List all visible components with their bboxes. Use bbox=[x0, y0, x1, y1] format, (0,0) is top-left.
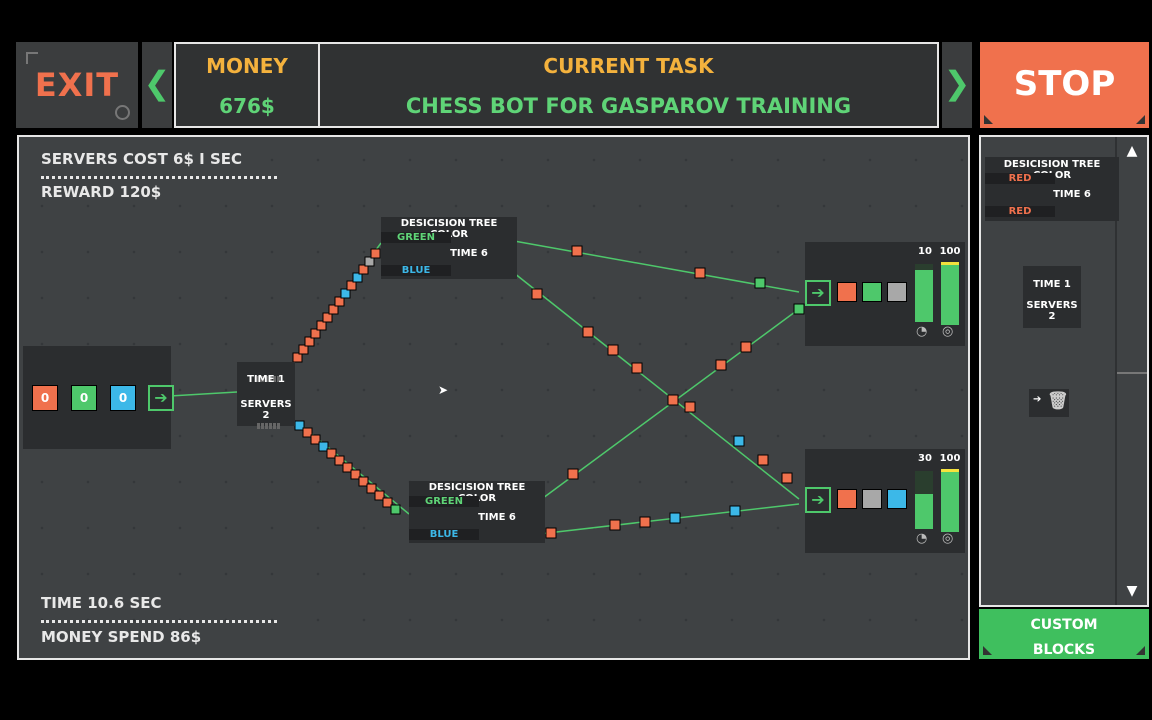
custom-blocks-button[interactable]: CUSTOM BLOCKS bbox=[979, 609, 1149, 659]
palette-tree-output-red: RED bbox=[985, 206, 1055, 217]
sink-node-bottom[interactable]: ➔ 30 100 ◔ ◎ bbox=[805, 449, 965, 553]
red-counter: 0 bbox=[32, 385, 58, 411]
decision-tree-top[interactable]: DESICISION TREE COLOR GREEN TIME 6 BLUE bbox=[381, 217, 517, 279]
splitter-time: TIME 1 bbox=[247, 374, 285, 385]
corner-mark bbox=[1136, 115, 1145, 124]
current-task-label: CURRENT TASK bbox=[543, 54, 714, 78]
palette-splitter-block[interactable]: TIME 1 SERVERS 2 bbox=[1023, 266, 1081, 328]
tree-time: TIME 6 bbox=[478, 512, 516, 523]
divider bbox=[41, 176, 277, 179]
speed-icon: ◔ bbox=[916, 531, 928, 546]
exit-label: EXIT bbox=[34, 66, 120, 104]
chevron-left-icon: ❮ bbox=[143, 64, 171, 102]
split-output-bars bbox=[257, 367, 281, 386]
input-arrow-icon: ➔ bbox=[805, 280, 831, 306]
palette-split-time: TIME 1 bbox=[1033, 279, 1071, 290]
target-gauge bbox=[941, 469, 959, 532]
time-elapsed: TIME 10.6 SEC bbox=[41, 594, 162, 612]
target-icon: ◎ bbox=[942, 531, 954, 546]
gray-slot bbox=[887, 282, 907, 302]
scroll-down-icon[interactable]: ▼ bbox=[1126, 583, 1138, 599]
tree-time: TIME 6 bbox=[450, 248, 488, 259]
tree-output-blue: BLUE bbox=[381, 265, 451, 276]
exit-button[interactable]: EXIT bbox=[16, 42, 138, 128]
count-gauge-fill bbox=[915, 269, 933, 322]
next-task-button[interactable]: ❯ bbox=[942, 42, 972, 128]
chevron-right-icon: ❯ bbox=[943, 64, 971, 102]
reward: REWARD 120$ bbox=[41, 183, 162, 201]
sink-target: 100 bbox=[939, 453, 961, 464]
connections-layer bbox=[169, 240, 805, 539]
palette-decision-tree-block[interactable]: DESICISION TREE COLOR RED TIME 6 RED bbox=[985, 157, 1119, 221]
corner-mark bbox=[26, 52, 38, 64]
input-arrow-icon: ➔ bbox=[805, 487, 831, 513]
blue-counter: 0 bbox=[110, 385, 136, 411]
count-gauge-fill bbox=[915, 494, 933, 529]
sink-target: 100 bbox=[939, 246, 961, 257]
workspace-canvas[interactable]: SERVERS COST 6$ I SEC REWARD 120$ TIME 1… bbox=[17, 135, 970, 660]
gray-slot bbox=[862, 489, 882, 509]
tree-output-green: GREEN bbox=[409, 496, 479, 507]
divider bbox=[318, 44, 320, 126]
palette-tree-time: TIME 6 bbox=[1053, 189, 1091, 200]
red-slot bbox=[837, 489, 857, 509]
sink-count: 30 bbox=[918, 453, 932, 464]
splitter-node[interactable]: TIME 1 SERVERS 2 bbox=[237, 362, 295, 429]
money-spend: MONEY SPEND 86$ bbox=[41, 628, 202, 646]
splitter-servers: SERVERS 2 bbox=[240, 399, 292, 421]
mouse-cursor-icon: ➤ bbox=[438, 383, 449, 397]
green-count: 0 bbox=[79, 391, 89, 405]
count-gauge bbox=[915, 264, 933, 322]
count-gauge bbox=[915, 471, 933, 529]
task-info-panel: MONEY 676$ CURRENT TASK CHESS BOT FOR GA… bbox=[174, 42, 939, 128]
packet-stream-top bbox=[292, 248, 381, 363]
divider bbox=[41, 620, 277, 623]
green-slot bbox=[862, 282, 882, 302]
palette-tree-output-red: RED bbox=[985, 173, 1055, 184]
custom-blocks-label: CUSTOM BLOCKS bbox=[1030, 617, 1098, 658]
palette-split-servers: SERVERS 2 bbox=[1026, 300, 1078, 322]
speed-icon: ◔ bbox=[916, 324, 928, 339]
stop-button[interactable]: STOP bbox=[980, 42, 1149, 128]
red-count: 0 bbox=[40, 391, 50, 405]
palette-trash-block[interactable]: ➔ 🗑 bbox=[1029, 389, 1069, 417]
trash-icon: 🗑 bbox=[1047, 391, 1069, 411]
decision-tree-bottom[interactable]: DESICISION TREE COLOR GREEN TIME 6 BLUE bbox=[409, 481, 545, 543]
scroll-thumb[interactable] bbox=[1117, 372, 1147, 374]
money-label: MONEY bbox=[206, 54, 288, 78]
tree-output-blue: BLUE bbox=[409, 529, 479, 540]
stop-label: STOP bbox=[1013, 64, 1116, 104]
money-value: 676$ bbox=[219, 94, 275, 118]
prev-task-button[interactable]: ❮ bbox=[142, 42, 172, 128]
tree-output-green: GREEN bbox=[381, 232, 451, 243]
current-task-value: CHESS BOT FOR GASPAROV TRAINING bbox=[405, 94, 852, 118]
green-counter: 0 bbox=[71, 385, 97, 411]
input-arrow-icon: ➔ bbox=[1033, 394, 1042, 405]
ring-icon bbox=[115, 105, 130, 120]
target-gauge bbox=[941, 262, 959, 325]
packet-stream-bottom bbox=[294, 420, 401, 515]
block-palette[interactable]: ▲ ▼ DESICISION TREE COLOR RED TIME 6 RED… bbox=[979, 135, 1149, 607]
blue-count: 0 bbox=[118, 391, 128, 405]
split-output-bars bbox=[257, 414, 281, 433]
scroll-up-icon[interactable]: ▲ bbox=[1126, 143, 1138, 159]
output-arrow-icon[interactable]: ➔ bbox=[148, 385, 174, 411]
packets-in-transit bbox=[531, 245, 805, 539]
servers-cost: SERVERS COST 6$ I SEC bbox=[41, 150, 243, 168]
sink-count: 10 bbox=[918, 246, 932, 257]
corner-mark bbox=[983, 646, 992, 655]
blue-slot bbox=[887, 489, 907, 509]
corner-mark bbox=[1136, 646, 1145, 655]
sink-node-top[interactable]: ➔ 10 100 ◔ ◎ bbox=[805, 242, 965, 346]
target-icon: ◎ bbox=[942, 324, 954, 339]
palette-scrollbar[interactable]: ▲ ▼ bbox=[1115, 137, 1147, 605]
source-node[interactable]: 0 0 0 ➔ bbox=[23, 346, 174, 449]
corner-mark bbox=[984, 115, 993, 124]
red-slot bbox=[837, 282, 857, 302]
